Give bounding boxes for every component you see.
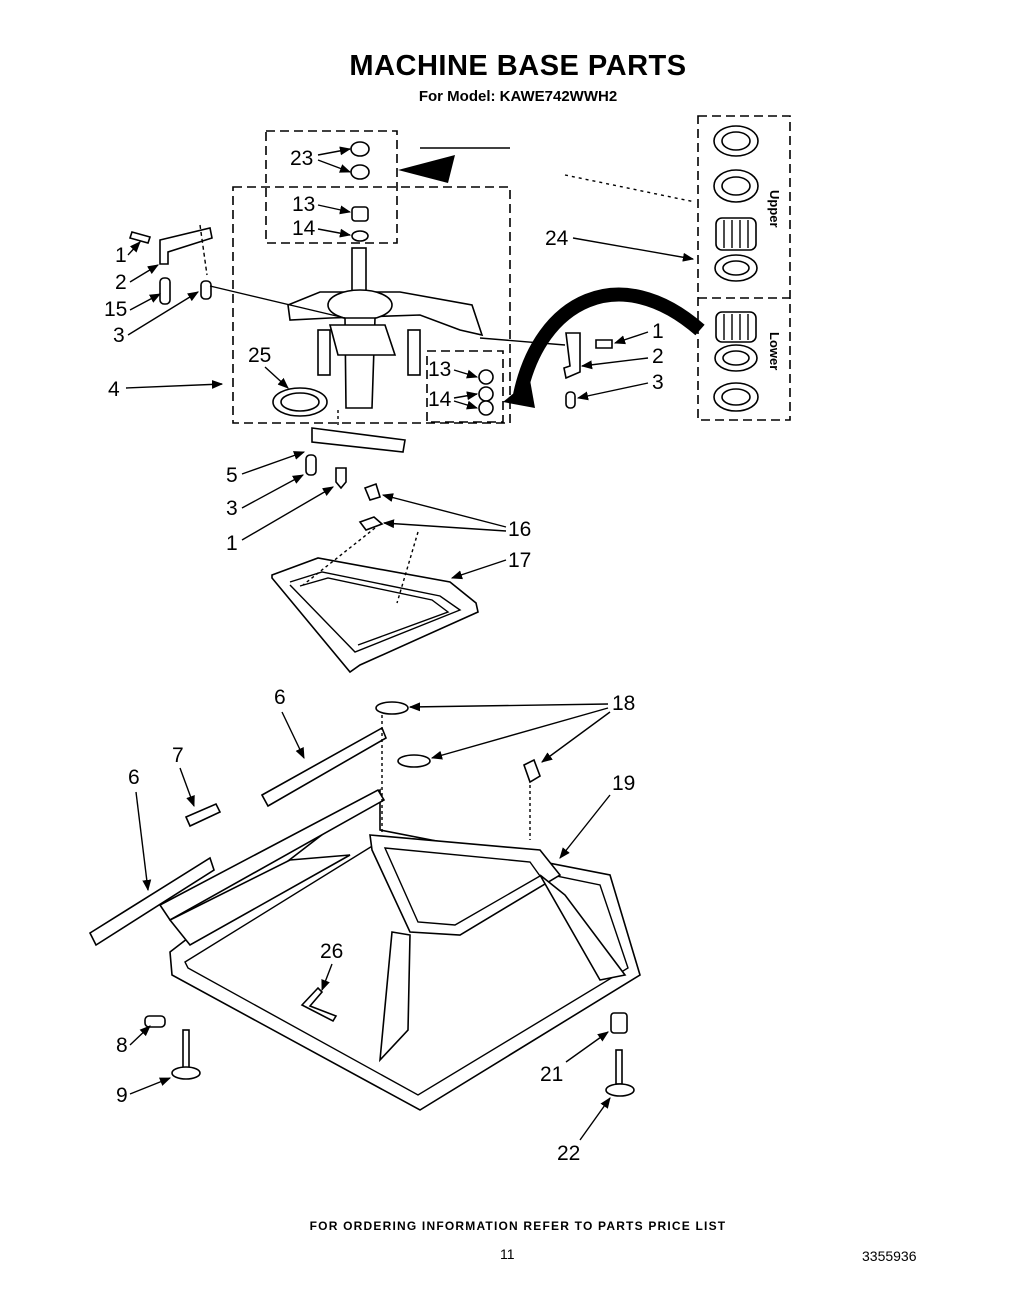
leveling-leg-9 bbox=[171, 1029, 201, 1080]
right-bracket-hardware bbox=[479, 332, 613, 409]
part-7 bbox=[184, 802, 222, 828]
bushing-13-14 bbox=[351, 206, 369, 242]
callout-25: 25 bbox=[248, 344, 271, 367]
callout-5: 5 bbox=[226, 464, 238, 487]
callout-9: 9 bbox=[116, 1084, 128, 1107]
seal-25 bbox=[272, 387, 328, 417]
gearcase-box bbox=[232, 186, 511, 424]
callout-3-right: 3 bbox=[652, 371, 664, 394]
callout-3-left: 3 bbox=[113, 324, 125, 347]
bushing-13-14-right bbox=[478, 369, 494, 416]
callout-17: 17 bbox=[508, 549, 531, 572]
ordering-footer: FOR ORDERING INFORMATION REFER TO PARTS … bbox=[309, 1219, 727, 1233]
lower-label: Lower bbox=[767, 332, 782, 370]
document-number: 3355936 bbox=[862, 1248, 917, 1264]
callout-15: 15 bbox=[104, 298, 127, 321]
leveling-leg-22 bbox=[605, 1049, 635, 1097]
callout-13-right: 13 bbox=[428, 358, 451, 381]
left-bracket-hardware bbox=[128, 224, 346, 319]
shield-6-top bbox=[260, 726, 388, 808]
callout-1-left: 1 bbox=[115, 244, 127, 267]
foot-bolt-8 bbox=[144, 1015, 166, 1028]
callout-1-right: 1 bbox=[652, 320, 664, 343]
callout-24: 24 bbox=[545, 227, 569, 250]
snubber-18-a bbox=[375, 701, 409, 715]
nut-21 bbox=[610, 1012, 628, 1034]
pad-16-b bbox=[358, 516, 384, 531]
snubber-18-b bbox=[397, 754, 431, 768]
bearing-kit-box bbox=[697, 115, 791, 421]
page-title: MACHINE BASE PARTS bbox=[349, 50, 687, 82]
bushing-23 bbox=[350, 141, 370, 180]
page-number: 11 bbox=[500, 1246, 515, 1262]
shield-6-left bbox=[88, 856, 215, 947]
callout-3-mid: 3 bbox=[226, 497, 238, 520]
base-frame-19 bbox=[158, 788, 641, 1111]
pointer-arrow-curve bbox=[513, 287, 705, 397]
callout-21: 21 bbox=[540, 1063, 563, 1086]
callout-2-right: 2 bbox=[652, 345, 664, 368]
callout-1-mid: 1 bbox=[226, 532, 238, 555]
callout-2-left: 2 bbox=[115, 271, 127, 294]
callout-19: 19 bbox=[612, 772, 635, 795]
middle-assembly: 5 3 1 16 16 17 bbox=[226, 410, 531, 674]
callout-14-right: 14 bbox=[428, 388, 452, 411]
brake-bracket-5 bbox=[311, 427, 406, 453]
callout-4: 4 bbox=[108, 378, 120, 401]
callout-13-top: 13 bbox=[292, 193, 315, 216]
callout-23: 23 bbox=[290, 147, 313, 170]
bolt-1 bbox=[335, 467, 347, 490]
spring-3 bbox=[305, 454, 317, 476]
callout-6-top: 6 bbox=[274, 686, 286, 709]
bushing-box-top bbox=[265, 130, 398, 244]
upper-label: Upper bbox=[767, 190, 782, 228]
callout-14-top: 14 bbox=[292, 217, 316, 240]
pad-16-a bbox=[363, 482, 382, 501]
pad-frame-17 bbox=[271, 527, 479, 674]
snubber-18-c bbox=[523, 758, 541, 784]
spring-26 bbox=[300, 986, 338, 1023]
gearcase-assembly bbox=[287, 247, 484, 409]
callout-26: 26 bbox=[320, 940, 343, 963]
bushing-box-right bbox=[426, 350, 504, 423]
callout-8: 8 bbox=[116, 1034, 128, 1057]
callout-22: 22 bbox=[557, 1142, 580, 1165]
callout-16-top: 16 bbox=[508, 518, 531, 541]
bearing-kit-24 bbox=[713, 125, 759, 412]
callout-7: 7 bbox=[172, 744, 184, 767]
callout-6-left: 6 bbox=[128, 766, 140, 789]
pointer-arrow-wedge bbox=[398, 155, 455, 183]
upper-assembly: Upper Lower 23 13 14 1 2 15 3 4 25 24 1 … bbox=[104, 115, 791, 424]
callout-18: 18 bbox=[612, 692, 635, 715]
model-subtitle: For Model: KAWE742WWH2 bbox=[418, 88, 618, 105]
lower-assembly: 6 7 6 18 19 26 8 9 21 22 bbox=[88, 686, 641, 1165]
